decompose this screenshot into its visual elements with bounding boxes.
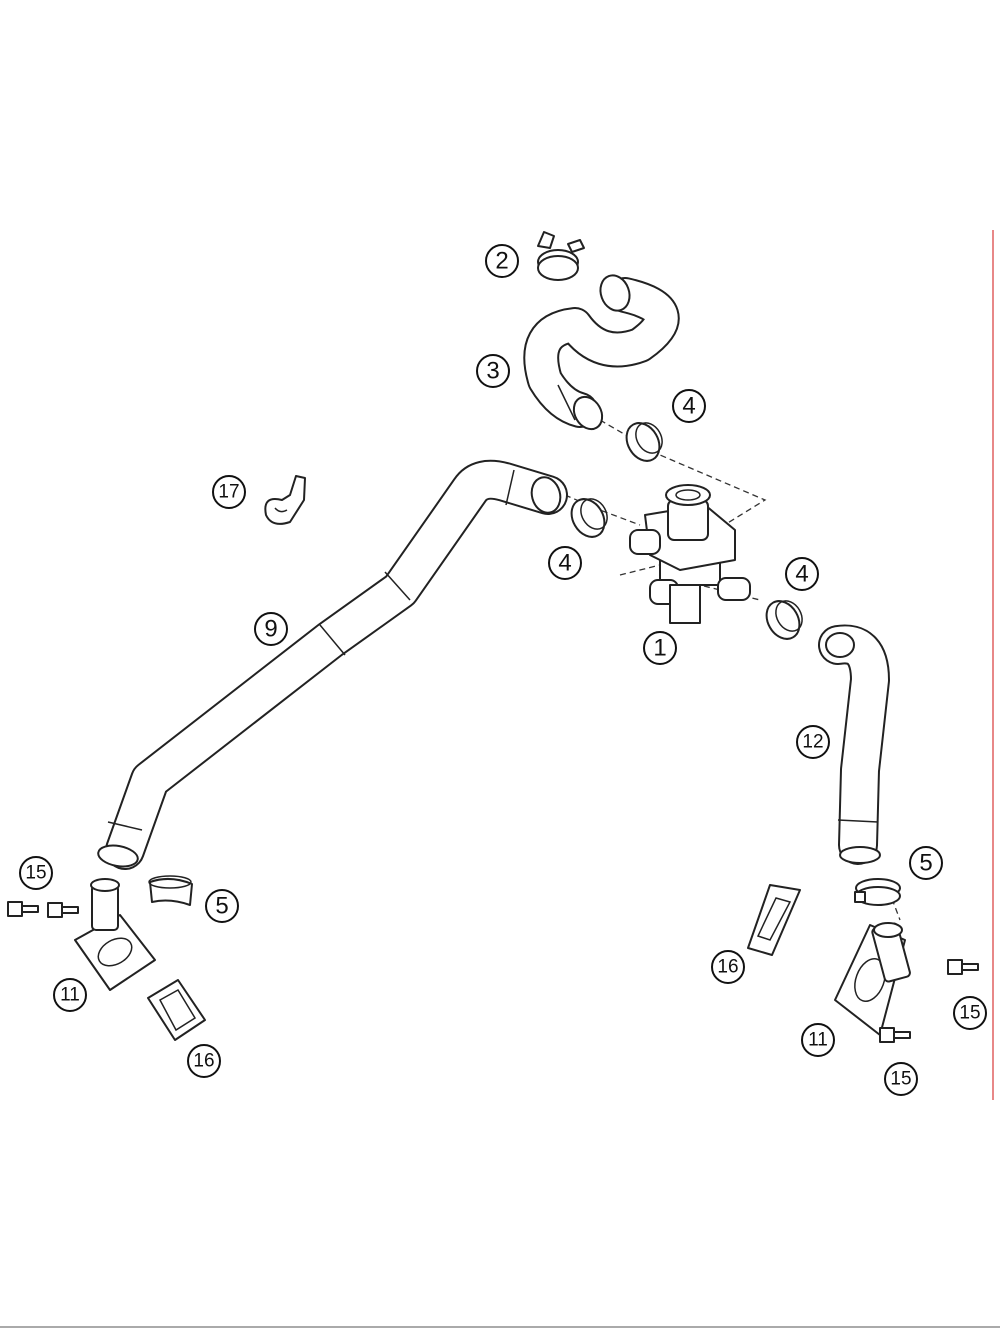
- svg-text:9: 9: [264, 616, 277, 643]
- svg-text:17: 17: [218, 482, 239, 503]
- callout-5-right: 5: [909, 846, 943, 880]
- right-hose-part-12: [818, 624, 890, 865]
- svg-text:11: 11: [60, 985, 80, 1006]
- long-hose-part-9: [97, 459, 568, 870]
- callout-17: 17: [212, 475, 246, 509]
- callout-2: 2: [485, 244, 519, 278]
- reed-valve-part-16-right: [747, 884, 801, 956]
- callout-11-left: 11: [53, 978, 87, 1012]
- hose-clip-part-17: [264, 475, 306, 525]
- callout-16-left: 16: [187, 1044, 221, 1078]
- callout-4-right: 4: [785, 557, 819, 591]
- svg-text:16: 16: [717, 957, 738, 978]
- svg-text:3: 3: [486, 358, 499, 385]
- svg-text:15: 15: [890, 1069, 911, 1090]
- bolt-part-15-right-b: [879, 1027, 911, 1043]
- svg-text:4: 4: [795, 561, 808, 588]
- svg-text:4: 4: [558, 550, 571, 577]
- fitting-part-11-left: [74, 878, 156, 991]
- callout-15-left: 15: [19, 856, 53, 890]
- callout-9: 9: [254, 612, 288, 646]
- svg-text:15: 15: [959, 1003, 980, 1024]
- callout-12: 12: [796, 725, 830, 759]
- clamp-part-4-middle: [570, 498, 608, 538]
- bolt-part-15-left-b: [47, 902, 79, 918]
- callout-4-middle: 4: [548, 546, 582, 580]
- callout-4-upper: 4: [672, 389, 706, 423]
- curved-hose-part-3: [523, 274, 680, 431]
- clamp-part-4-right: [765, 600, 803, 640]
- svg-text:5: 5: [215, 893, 228, 920]
- svg-text:5: 5: [919, 850, 932, 877]
- svg-text:11: 11: [808, 1030, 828, 1051]
- reed-valve-part-16-left: [147, 979, 206, 1041]
- clamp-part-4-upper: [625, 422, 663, 462]
- clamp-part-5-right: [854, 878, 901, 906]
- callout-15-right-a: 15: [953, 996, 987, 1030]
- hose-clamp-part-2: [537, 231, 585, 281]
- svg-text:15: 15: [25, 863, 46, 884]
- svg-text:12: 12: [802, 732, 823, 753]
- callout-3: 3: [476, 354, 510, 388]
- bolt-part-15-left-a: [7, 901, 39, 917]
- callout-11-right: 11: [801, 1023, 835, 1057]
- fitting-part-11-right: [834, 922, 911, 1036]
- callout-1: 1: [643, 631, 677, 665]
- svg-text:16: 16: [193, 1051, 214, 1072]
- clamp-part-5-left: [148, 875, 193, 906]
- svg-text:1: 1: [653, 635, 666, 662]
- air-valve-part-1: [629, 484, 751, 624]
- svg-text:4: 4: [682, 393, 695, 420]
- callout-15-right-b: 15: [884, 1062, 918, 1096]
- callout-5-left: 5: [205, 889, 239, 923]
- callout-16-right: 16: [711, 950, 745, 984]
- svg-text:2: 2: [495, 248, 508, 275]
- bolt-part-15-right-a: [947, 959, 979, 975]
